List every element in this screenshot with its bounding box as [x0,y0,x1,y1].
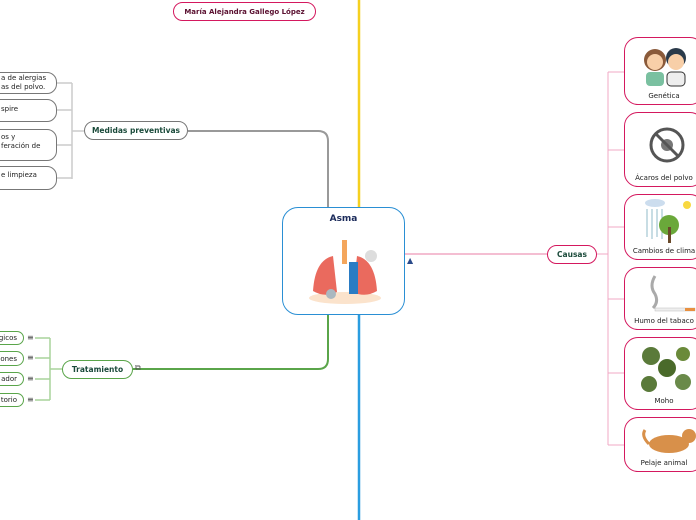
card-label: Cambios de clima [632,247,696,255]
cat-icon [642,429,696,453]
preventivas-child[interactable]: spire [0,99,57,122]
notes-icon[interactable]: ≡ [27,395,34,404]
child-text: a de alergias as del polvo. [1,74,47,91]
child-text: e limpieza [1,171,37,179]
author-node[interactable]: María Alejandra Gallego López [173,2,316,21]
central-title: Asma [329,214,358,224]
icon-marker: ▲ [407,256,414,265]
card-label: Moho [654,397,674,405]
card-label: Ácaros del polvo [635,174,693,182]
card-label: Genética [648,92,680,100]
causa-moho[interactable]: Moho [624,337,696,410]
child-text: gicos [0,334,17,342]
causa-genetica[interactable]: Genética [624,37,696,105]
notes-icon[interactable]: ≡ [27,353,34,362]
family-icon [644,48,686,87]
causa-clima[interactable]: Cambios de clima [624,194,696,260]
child-text: iones [0,354,17,363]
child-text: spire [1,105,19,113]
child-text: torio [0,396,17,404]
tratamiento-child[interactable]: ador [0,372,24,386]
card-label: Humo del tabaco [634,317,694,325]
tratamiento-child[interactable]: iones [0,351,24,366]
medidas-preventivas-node[interactable]: Medidas preventivas [84,121,188,140]
weather-tree-icon [645,199,691,243]
preventivas-child[interactable]: os y feración de [0,129,57,161]
central-node[interactable]: Asma [282,207,405,315]
mold-icon [641,347,691,392]
external-link-icon[interactable]: ⧉ [135,363,141,372]
causa-tabaco[interactable]: Humo del tabaco [624,267,696,330]
child-text: ador [1,375,17,383]
cigarette-icon [650,275,696,312]
notes-icon[interactable]: ≡ [27,333,34,342]
notes-icon[interactable]: ≡ [27,374,34,383]
child-text: os y feración de [1,133,41,150]
tratamiento-child[interactable]: torio [0,393,24,407]
tratamiento-child[interactable]: gicos [0,331,24,345]
lungs-inhaler-image [309,240,381,304]
causa-acaros[interactable]: Ácaros del polvo [624,112,696,187]
card-label: Pelaje animal [640,459,688,467]
tratamiento-node[interactable]: Tratamiento [62,360,133,379]
preventivas-child[interactable]: e limpieza [0,166,57,190]
preventivas-child[interactable]: a de alergias as del polvo. [0,72,57,94]
causa-pelaje[interactable]: Pelaje animal [624,417,696,472]
no-mites-icon [649,127,685,163]
causas-node[interactable]: Causas [547,245,597,264]
